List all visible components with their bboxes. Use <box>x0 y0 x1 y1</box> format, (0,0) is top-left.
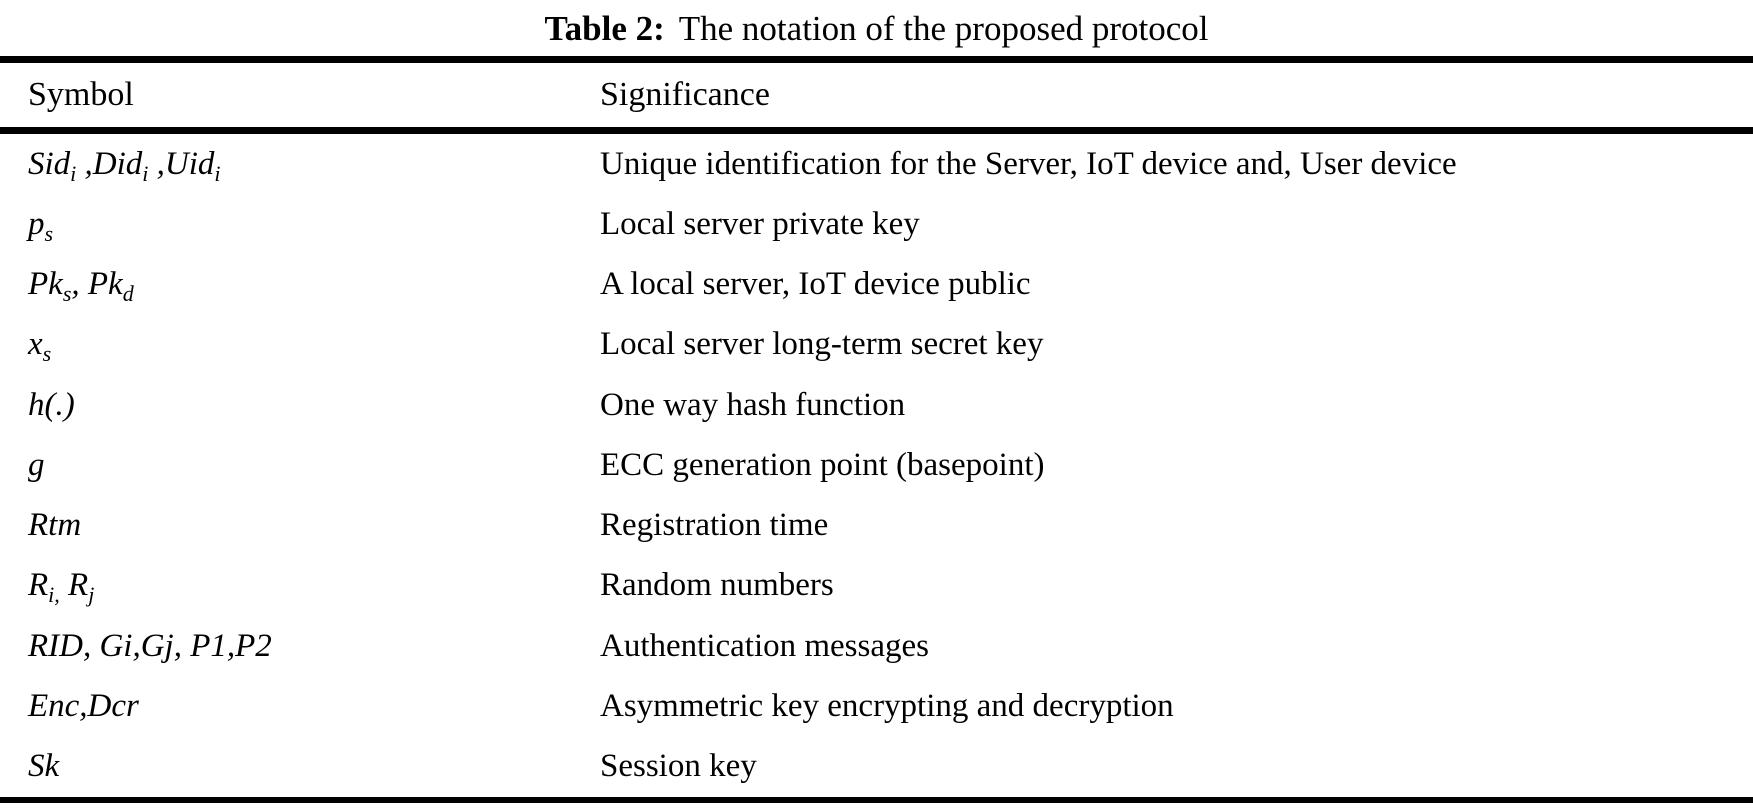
table-header-row: Symbol Significance <box>0 63 1753 127</box>
symbol-cell: Ri, Rj <box>28 567 95 608</box>
significance-cell: Unique identification for the Server, Io… <box>600 145 1457 182</box>
table-row: RID, Gi,Gj, P1,P2 Authentication messages <box>0 616 1753 676</box>
table-caption-label: Table 2: <box>544 9 665 48</box>
symbol-subscript: d <box>122 281 134 307</box>
table-row: g ECC generation point (basepoint) <box>0 435 1753 495</box>
table-row: Rtm Registration time <box>0 496 1753 556</box>
table-row: xs Local server long-term secret key <box>0 315 1753 375</box>
column-header-symbol: Symbol <box>28 76 134 113</box>
table-caption: Table 2: The notation of the proposed pro… <box>0 0 1753 56</box>
symbol-cell: RID, Gi,Gj, P1,P2 <box>28 627 272 664</box>
significance-cell: Authentication messages <box>600 627 930 664</box>
significance-cell: Registration time <box>600 507 829 544</box>
table-row: Ri, Rj Random numbers <box>0 556 1753 616</box>
table-row: Sidi ,Didi ,Uidi Unique identification fo… <box>0 134 1753 194</box>
symbol-subscript: i <box>142 160 149 186</box>
symbol-cell: Enc,Dcr <box>28 688 139 725</box>
significance-cell: Local server private key <box>600 205 920 242</box>
table-top-rule <box>0 56 1753 63</box>
significance-cell: One way hash function <box>600 386 906 423</box>
table-row: ps Local server private key <box>0 194 1753 254</box>
significance-cell: Session key <box>600 748 757 785</box>
symbol-subscript: s <box>62 281 72 307</box>
table-row: Sk Session key <box>0 737 1753 797</box>
table-header-rule <box>0 127 1753 134</box>
table-bottom-rule <box>0 797 1753 803</box>
symbol-cell: Sk <box>28 748 60 785</box>
symbol-cell: g <box>28 446 45 483</box>
significance-cell: Random numbers <box>600 567 834 604</box>
significance-cell: A local server, IoT device public <box>600 266 1031 303</box>
table-row: Enc,Dcr Asymmetric key encrypting and dec… <box>0 676 1753 736</box>
table-row: Pks, Pkd A local server, IoT device publi… <box>0 255 1753 315</box>
symbol-subscript: i, <box>48 582 60 608</box>
table-body: Sidi ,Didi ,Uidi Unique identification fo… <box>0 134 1753 797</box>
symbol-subscript: j <box>88 582 95 608</box>
table-caption-text: The notation of the proposed protocol <box>678 9 1209 48</box>
symbol-subscript: i <box>70 160 77 186</box>
symbol-subscript: i <box>214 160 221 186</box>
symbol-subscript: s <box>42 341 52 367</box>
significance-cell: Asymmetric key encrypting and decryption <box>600 688 1174 725</box>
symbol-cell: Rtm <box>28 507 82 544</box>
column-header-significance: Significance <box>600 76 770 113</box>
significance-cell: ECC generation point (basepoint) <box>600 446 1045 483</box>
symbol-cell: Sidi ,Didi ,Uidi <box>28 145 221 186</box>
symbol-subscript: s <box>44 220 54 246</box>
symbol-cell: Pks, Pkd <box>28 266 134 307</box>
significance-cell: Local server long-term secret key <box>600 326 1044 363</box>
symbol-cell: xs <box>28 326 52 367</box>
table-row: h(.) One way hash function <box>0 375 1753 435</box>
symbol-cell: h(.) <box>28 386 75 423</box>
symbol-cell: ps <box>28 205 54 246</box>
